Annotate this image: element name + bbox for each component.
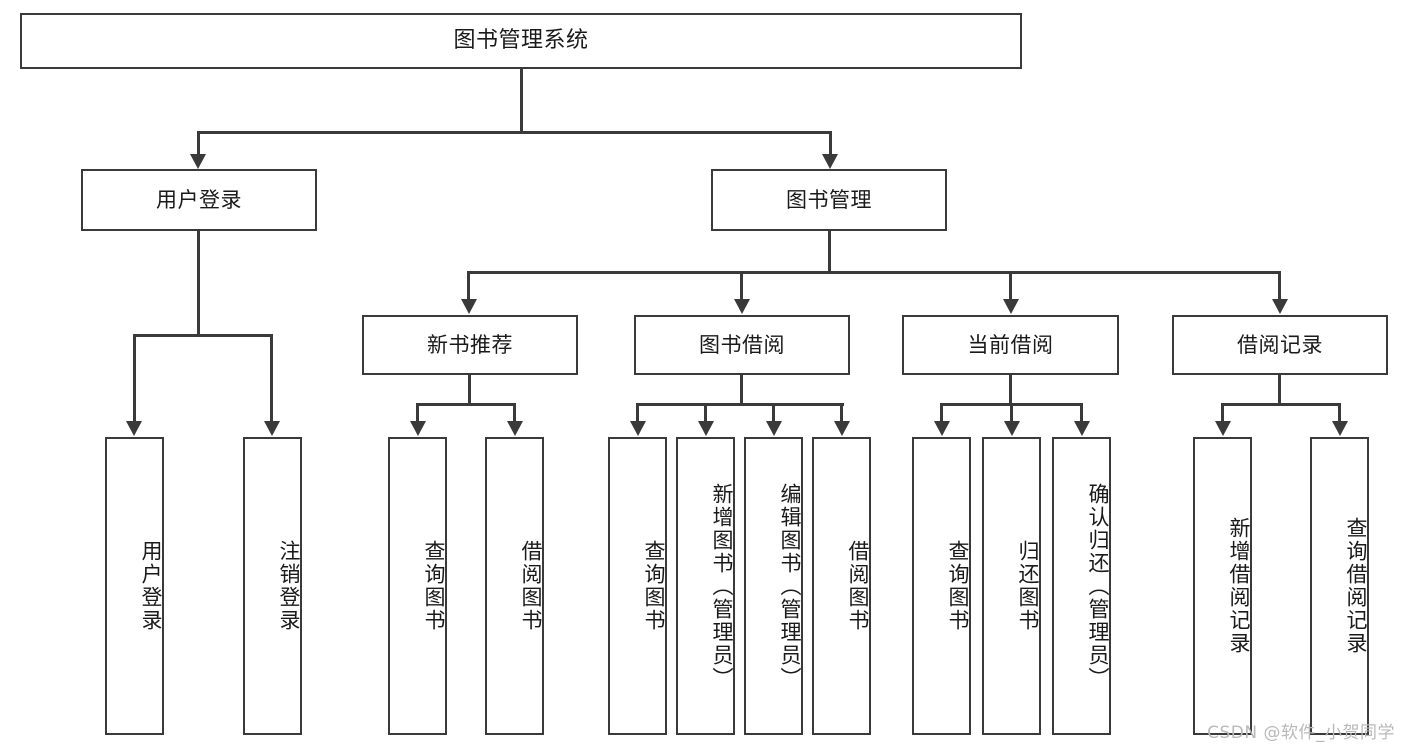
node-label: 编辑图书（管理员） [778,482,802,690]
connector-cb-to-leaf-1 [940,403,943,423]
node-label: 归还图书 [1016,540,1040,632]
leaf-return-book[interactable]: 归还图书 [982,437,1041,735]
arrow-bb-to-leaf-1 [630,421,646,436]
leaf-query-books-new[interactable]: 查询图书 [388,437,447,735]
leaf-confirm-return-admin[interactable]: 确认归还（管理员） [1052,437,1111,735]
leaf-query-borrow-record[interactable]: 查询借阅记录 [1310,437,1369,735]
node-label: 确认归还（管理员） [1086,482,1110,690]
node-label: 用户登录 [139,540,163,632]
connector-user-login-to-leaf-1 [133,334,136,424]
connector-root-to-user-login [197,131,200,156]
node-label: 借阅图书 [846,540,870,632]
leaf-query-books-current[interactable]: 查询图书 [912,437,971,735]
connector-bb-to-leaf-2 [704,403,707,423]
arrow-cb-to-leaf-2 [1004,421,1020,436]
node-label: 借阅记录 [1237,332,1323,357]
leaf-borrow-books-new[interactable]: 借阅图书 [485,437,544,735]
connector-bb-to-leaf-3 [772,403,775,423]
node-book-borrowing[interactable]: 图书借阅 [634,315,850,375]
connector-bm-to-current-borrow [1009,271,1012,301]
arrow-br-to-leaf-2 [1332,421,1348,436]
node-label: 新书推荐 [427,332,513,357]
connector-bm-to-borrow-records [1278,271,1281,301]
node-label: 查询图书 [422,540,446,632]
node-label: 借阅图书 [519,540,543,632]
connector-borrow-books-bar [636,403,844,406]
connector-user-login-to-leaf-2 [270,334,273,424]
connector-root-stem [520,69,523,133]
arrow-bm-to-new-books [461,299,477,314]
connector-bb-to-leaf-4 [840,403,843,423]
connector-borrow-records-stem [1278,375,1281,405]
node-user-login[interactable]: 用户登录 [81,169,317,231]
node-label: 图书管理系统 [453,28,589,54]
connector-user-login-stem [197,231,200,336]
node-root-book-management-system[interactable]: 图书管理系统 [20,13,1022,69]
leaf-add-book-admin[interactable]: 新增图书（管理员） [676,437,735,735]
node-label: 查询借阅记录 [1344,517,1368,655]
arrow-br-to-leaf-1 [1215,421,1231,436]
arrow-bm-to-borrow-books [734,299,750,314]
connector-user-login-bar [133,334,272,337]
connector-cb-to-leaf-3 [1080,403,1083,423]
connector-borrow-books-stem [740,375,743,405]
connector-new-books-bar [416,403,515,406]
connector-root-bar [197,131,832,134]
connector-cb-to-leaf-2 [1010,403,1013,423]
leaf-user-login[interactable]: 用户登录 [105,437,164,735]
node-label: 图书管理 [786,187,872,212]
leaf-edit-book-admin[interactable]: 编辑图书（管理员） [744,437,803,735]
connector-br-to-leaf-1 [1221,403,1224,423]
connector-bm-to-borrow-books [740,271,743,301]
leaf-borrow-book[interactable]: 借阅图书 [812,437,871,735]
arrow-user-login-to-leaf-2 [264,421,280,436]
arrow-bm-to-borrow-records [1272,299,1288,314]
connector-book-management-stem [828,231,831,273]
leaf-add-borrow-record[interactable]: 新增借阅记录 [1193,437,1252,735]
arrow-cb-to-leaf-3 [1074,421,1090,436]
node-label: 查询图书 [946,540,970,632]
connector-br-to-leaf-2 [1338,403,1341,423]
connector-new-books-to-leaf-2 [513,403,516,423]
node-label: 图书借阅 [699,332,785,357]
node-new-book-recommendation[interactable]: 新书推荐 [362,315,578,375]
leaf-query-books-borrow[interactable]: 查询图书 [608,437,667,735]
arrow-cb-to-leaf-1 [934,421,950,436]
leaf-logout[interactable]: 注销登录 [243,437,302,735]
arrow-bm-to-current-borrow [1003,299,1019,314]
connector-bm-to-new-books [467,271,470,301]
node-label: 注销登录 [277,540,301,632]
node-current-borrowing[interactable]: 当前借阅 [902,315,1119,375]
arrow-bb-to-leaf-3 [766,421,782,436]
node-label: 当前借阅 [967,332,1054,357]
arrow-root-to-book-management [822,154,838,169]
arrow-bb-to-leaf-2 [698,421,714,436]
node-borrowing-records[interactable]: 借阅记录 [1172,315,1388,375]
arrow-root-to-user-login [190,154,206,169]
connector-root-to-book-management [829,131,832,156]
arrow-new-books-to-leaf-2 [507,421,523,436]
connector-book-management-bar [467,271,1281,274]
connector-new-books-to-leaf-1 [416,403,419,423]
node-book-management[interactable]: 图书管理 [711,169,947,231]
arrow-user-login-to-leaf-1 [126,421,142,436]
connector-new-books-stem [468,375,471,405]
node-label: 用户登录 [156,187,242,212]
connector-bb-to-leaf-1 [636,403,639,423]
connector-current-borrow-stem [1009,375,1012,405]
arrow-new-books-to-leaf-1 [410,421,426,436]
node-label: 查询图书 [642,540,666,632]
arrow-bb-to-leaf-4 [834,421,850,436]
connector-borrow-records-bar [1221,403,1339,406]
node-label: 新增借阅记录 [1227,517,1251,655]
node-label: 新增图书（管理员） [710,482,734,690]
